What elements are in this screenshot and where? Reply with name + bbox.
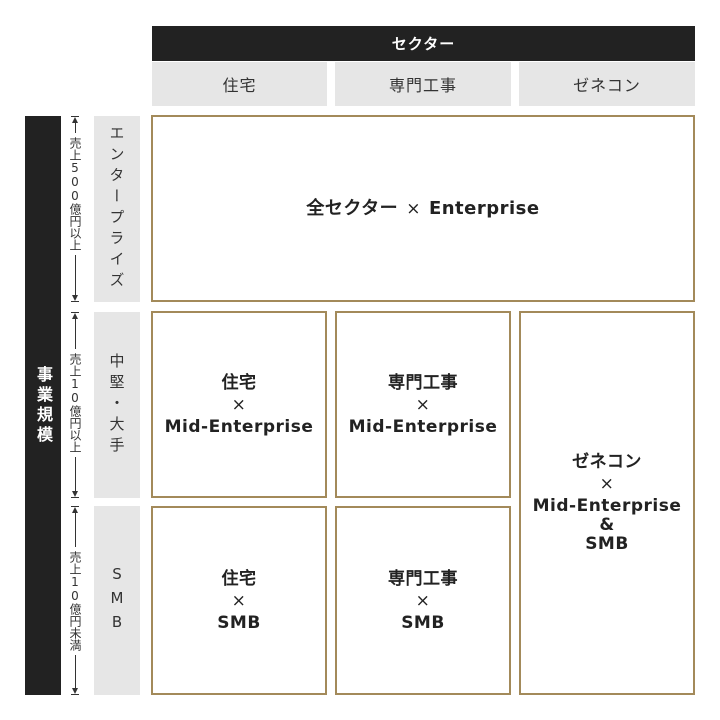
row-label-text: SMB (108, 564, 126, 637)
cell-housing-smb: 住宅 × SMB (151, 506, 327, 695)
sector-col-specialty: 専門工事 (335, 62, 511, 106)
times-symbol: × (599, 474, 615, 494)
cell-scale-secondary: SMB (585, 534, 629, 554)
cell-sector: 住宅 (221, 568, 257, 589)
range-line (74, 123, 76, 133)
times-symbol: × (231, 394, 247, 415)
range-mid: 売上10億円以上 (66, 312, 84, 498)
times-symbol: × (415, 394, 431, 415)
times-symbol: × (406, 198, 421, 219)
arrow-down-icon (72, 295, 78, 301)
range-text: 売上500億円以上 (68, 137, 82, 251)
scale-axis-title: 事業規模 (34, 365, 53, 446)
cell-all-sectors-enterprise: 全セクター × Enterprise (151, 115, 695, 302)
range-tick (71, 506, 79, 507)
sector-col-label: 住宅 (222, 76, 257, 95)
row-label-enterprise: エンタープライズ (94, 116, 140, 302)
ampersand-symbol: & (599, 515, 615, 535)
sector-header-title: セクター (391, 35, 456, 53)
cell-specialty-mid: 専門工事 × Mid-Enterprise (335, 311, 511, 498)
sector-col-label: 専門工事 (388, 76, 457, 95)
cell-housing-mid: 住宅 × Mid-Enterprise (151, 311, 327, 498)
arrow-up-icon (72, 117, 78, 123)
range-tick (71, 497, 79, 498)
cell-sector: 全セクター (306, 197, 399, 219)
scale-axis: 事業規模 (25, 116, 61, 695)
arrow-up-icon (72, 313, 78, 319)
times-symbol: × (231, 590, 247, 611)
range-line (74, 255, 76, 295)
cell-sector: 専門工事 (388, 372, 458, 393)
range-smb: 売上10億円未満 (66, 506, 84, 695)
cell-sector: 専門工事 (388, 568, 458, 589)
row-label-text: 中堅・大手 (107, 352, 126, 458)
times-symbol: × (415, 590, 431, 611)
arrow-down-icon (72, 688, 78, 694)
sector-col-label: ゼネコン (573, 76, 641, 95)
cell-scale: Enterprise (428, 197, 540, 219)
arrow-up-icon (72, 507, 78, 513)
cell-specialty-smb: 専門工事 × SMB (335, 506, 511, 695)
arrow-down-icon (72, 491, 78, 497)
sector-header: セクター (152, 26, 695, 61)
cell-scale: SMB (401, 612, 445, 633)
range-tick (71, 312, 79, 313)
range-line (74, 319, 76, 349)
range-enterprise: 売上500億円以上 (66, 116, 84, 302)
row-label-mid: 中堅・大手 (94, 312, 140, 498)
range-tick (71, 301, 79, 302)
cell-sector: 住宅 (221, 372, 257, 393)
cell-gc-mid-smb: ゼネコン × Mid-Enterprise & SMB (519, 311, 695, 695)
range-text: 売上10億円未満 (68, 551, 82, 651)
range-line (74, 457, 76, 491)
cell-scale: Mid-Enterprise (164, 416, 314, 437)
sector-col-gc: ゼネコン (519, 62, 695, 106)
range-text: 売上10億円以上 (68, 353, 82, 453)
row-label-smb: SMB (94, 506, 140, 695)
range-tick (71, 694, 79, 695)
range-line (74, 655, 76, 688)
cell-sector: ゼネコン (572, 452, 642, 472)
row-label-text: エンタープライズ (107, 125, 126, 293)
range-line (74, 513, 76, 547)
sector-col-housing: 住宅 (152, 62, 327, 106)
range-tick (71, 116, 79, 117)
cell-scale: SMB (217, 612, 261, 633)
cell-scale: Mid-Enterprise (348, 416, 498, 437)
cell-scale: Mid-Enterprise (532, 496, 682, 516)
